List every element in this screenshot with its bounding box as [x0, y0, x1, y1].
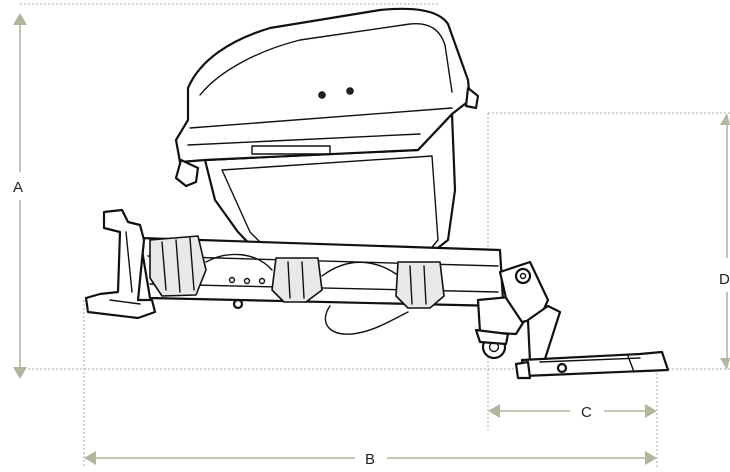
hitch-arm — [526, 304, 562, 364]
rear-end-cap-detail — [109, 231, 141, 305]
hitch-pin — [556, 362, 568, 374]
hitch-pivot-inner — [519, 272, 527, 280]
dimension-c: C — [488, 404, 657, 421]
guide-lines — [20, 3, 730, 468]
arrow-right-icon — [645, 451, 657, 465]
hitch-bar-detail — [539, 355, 641, 373]
lid-bolt-right — [346, 87, 354, 95]
rail-hole-3 — [258, 277, 266, 285]
cargo-box-lid-inner — [199, 23, 453, 96]
tray-loop-right — [321, 261, 397, 277]
wheel-cradle-3 — [395, 261, 445, 309]
dimension-b: B — [84, 451, 657, 468]
wheel-cradle-1-detail — [161, 237, 195, 293]
lower-strap — [324, 305, 409, 335]
rear-end-cap — [84, 208, 157, 320]
dimension-c-label: C — [581, 404, 592, 421]
support-wheel-fork — [474, 328, 510, 346]
lower-bolt — [232, 298, 244, 310]
lid-handle — [251, 145, 331, 155]
cargo-box-lid-rim — [187, 107, 453, 146]
lid-hinge-left — [174, 158, 200, 188]
rail-hole-2 — [243, 277, 251, 285]
hitch-bar-end — [514, 360, 532, 380]
dimension-b-label: B — [365, 451, 375, 468]
wheel-cradle-3-detail — [409, 265, 427, 305]
arrow-down-icon — [13, 367, 27, 379]
wheel-cradle-2 — [271, 257, 323, 303]
lid-bolt-left — [318, 91, 326, 99]
wheel-cradle-2-detail — [287, 261, 305, 299]
arrow-right-icon — [645, 404, 657, 418]
dimension-a: A — [13, 13, 27, 379]
arrow-left-icon — [488, 404, 500, 418]
dimension-d: D — [719, 113, 730, 370]
bike-rack-drawing — [84, 7, 670, 380]
dimension-d-label: D — [719, 271, 730, 288]
lid-latch-right — [464, 86, 480, 110]
arrow-down-icon — [720, 358, 730, 370]
arrow-up-icon — [13, 13, 27, 25]
arrow-left-icon — [84, 451, 96, 465]
arrow-up-icon — [720, 113, 730, 125]
tray-loop-left — [205, 253, 273, 271]
dimension-a-label: A — [13, 179, 23, 196]
hitch-pivot — [514, 267, 532, 285]
rail-hole-1 — [228, 276, 236, 284]
